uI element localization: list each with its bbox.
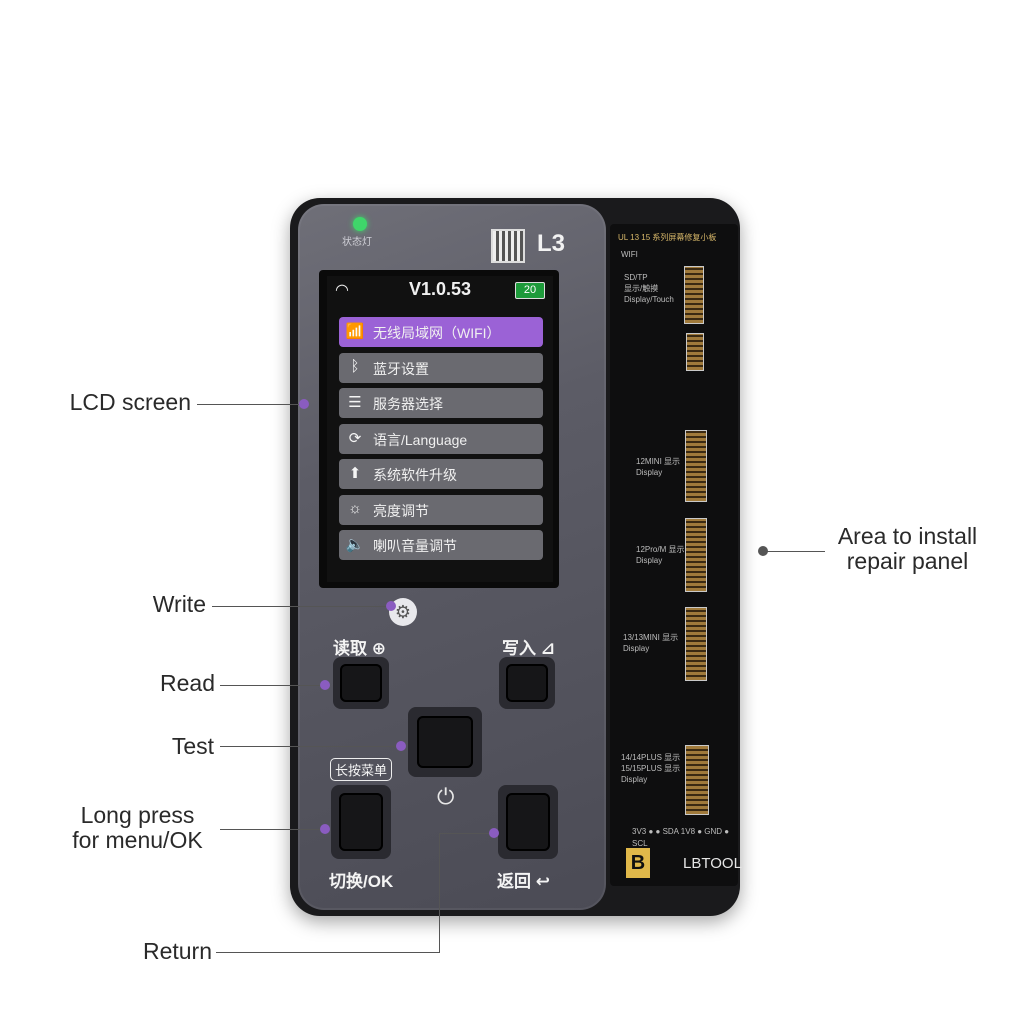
speaker-icon: 🔈 [345,536,365,553]
pcb-header-text: UL 13 15 系列屏幕修复小板 [618,233,717,242]
switch-ok-label: 切换/OK [329,872,394,891]
model-name: L3 [537,230,566,257]
callout-write-dot [386,601,396,611]
callout-long-press-dot [320,824,330,834]
pcb-wifi-text: WIFI [621,250,638,259]
connector-2 [686,333,704,371]
callout-lcd-screen: LCD screen [69,389,191,415]
power-icon: ⏻ [437,784,455,809]
return-label: 返回 ↩ [497,872,550,891]
status-led-label: 状态灯 [342,237,372,248]
menu-item-label: 无线局域网（WIFI） [373,325,501,341]
menu-item[interactable]: 🔈 喇叭音量调节 [339,530,543,560]
connector-5 [685,607,707,681]
wifi-status-icon: ◠ [335,282,349,299]
pcb-slot4-text: 13/13MINI 显示 Display [623,633,679,653]
gear-icon: ⚙ [389,598,417,626]
menu-item-label: 语言/Language [373,431,468,448]
pcb-slot3-text: 12Pro/M 显示 Display [636,545,685,565]
connector-4 [685,518,707,592]
test-button[interactable] [408,707,482,777]
lbtool-logo-icon: B [626,848,650,878]
status-led-icon [353,217,367,231]
callout-area: Area to install repair panel [837,523,978,574]
menu-item-label: 服务器选择 [373,396,443,412]
bluetooth-icon: ᛒ [350,357,360,375]
pcb-brand: LBTOOL [683,855,742,872]
callout-test: Test [171,733,214,759]
menu-item[interactable]: 📶 无线局域网（WIFI） [339,317,543,347]
long-press-menu-badge: 长按菜单 [330,758,393,781]
callout-return-line-h [216,952,440,953]
callout-long-press-line [220,829,326,830]
callout-area-line [765,551,825,552]
qr-code-icon [491,229,525,263]
menu-item[interactable]: ☼ 亮度调节 [339,494,543,525]
read-button[interactable] [333,657,389,709]
return-button[interactable] [498,785,558,859]
callout-area-dot [758,546,768,556]
menu-item-label: 蓝牙设置 [373,360,429,377]
callout-test-line [220,746,400,747]
language-icon: ⟳ [348,429,362,447]
lcd-screen: ◠ V1.0.53 20 📶 无线局域网（WIFI） ᛒ 蓝牙设置 ☰ 服务器选择 ⟳ 语言/… [327,276,553,582]
upgrade-icon: ⬆ [348,465,362,482]
menu-item[interactable]: ☰ 服务器选择 [339,388,543,418]
callout-return-dot [489,828,499,838]
callout-long-press: Long press for menu/OK [72,802,203,853]
menu-item[interactable]: ⬆ 系统软件升级 [339,459,543,489]
battery-indicator: 20 [515,282,545,299]
write-button[interactable] [499,657,555,709]
callout-test-dot [396,741,406,751]
menu-item-label: 亮度调节 [373,502,429,519]
pcb-pins-text: 3V3 ● ● SDA 1V8 ● GND ● SCL [632,827,730,848]
pcb-slot5-text: 14/14PLUS 显示 15/15PLUS 显示 Display [621,753,681,784]
connector-3 [685,430,707,502]
callout-write-line [212,606,390,607]
brightness-icon: ☼ [348,499,362,517]
callout-lcd-line [197,404,302,405]
connector-1 [684,266,704,324]
firmware-version: V1.0.53 [409,279,472,299]
menu-item[interactable]: ⟳ 语言/Language [339,423,543,454]
callout-read-line [220,685,326,686]
repair-panel-area [610,224,738,886]
switch-ok-button[interactable] [331,785,391,859]
status-bar: ◠ V1.0.53 20 [327,276,553,304]
callout-read-dot [320,680,330,690]
connector-6 [685,745,709,815]
callout-lcd-dot [299,399,309,409]
read-label: 读取 ⊕ [333,639,386,658]
callout-return-line-h2 [439,833,495,834]
callout-return-line-v [439,833,440,953]
callout-write: Write [152,591,206,617]
pcb-slot2-text: 12MINI 显示 Display [636,457,681,477]
menu-item[interactable]: ᛒ 蓝牙设置 [339,352,543,383]
pcb-slot1-text: SD/TP 显示/触摸 Display/Touch [624,273,674,304]
menu-item-label: 系统软件升级 [373,467,457,483]
callout-return: Return [142,938,212,964]
menu-item-label: 喇叭音量调节 [373,538,457,554]
callout-read: Read [160,670,215,696]
server-icon: ☰ [348,394,362,411]
wifi-icon: 📶 [345,323,365,340]
write-label: 写入 ⊿ [502,639,555,658]
